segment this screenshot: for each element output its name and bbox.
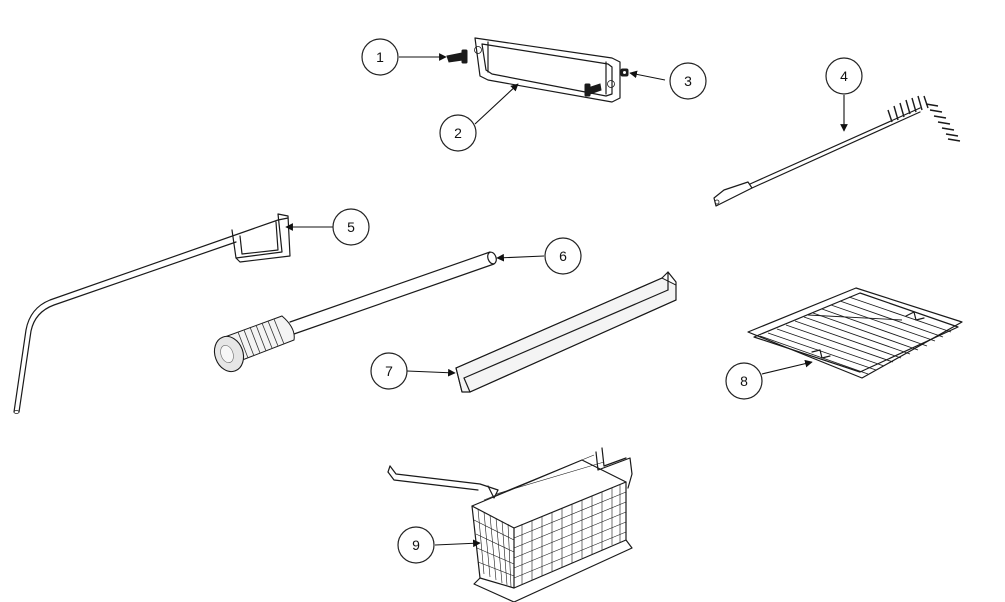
callout-label: 8 — [740, 373, 748, 389]
screw-part — [446, 49, 468, 64]
callout-6: 6 — [544, 237, 582, 275]
nut-part — [620, 68, 629, 77]
callout-label: 5 — [347, 219, 355, 235]
callout-label: 7 — [385, 363, 393, 379]
channel-part — [455, 271, 677, 393]
fry-basket-part — [387, 447, 633, 602]
callout-1: 1 — [361, 38, 399, 76]
callout-label: 3 — [684, 73, 692, 89]
bracket-part — [474, 37, 621, 103]
long-brush-part — [213, 251, 497, 373]
callout-label: 6 — [559, 248, 567, 264]
bracket-screw — [584, 83, 602, 97]
callout-7: 7 — [370, 352, 408, 390]
callout-label: 2 — [454, 125, 462, 141]
wire-rack-part — [747, 287, 963, 379]
callout-label: 4 — [840, 68, 848, 84]
callout-5: 5 — [332, 208, 370, 246]
callout-label: 9 — [412, 537, 420, 553]
callout-9: 9 — [397, 526, 435, 564]
bent-rod-part — [13, 213, 291, 414]
callout-3: 3 — [669, 62, 707, 100]
leader-lines — [285, 53, 848, 548]
callout-2: 2 — [439, 114, 477, 152]
cleaning-brush-part — [713, 95, 961, 207]
callout-4: 4 — [825, 57, 863, 95]
callout-label: 1 — [376, 49, 384, 65]
callout-8: 8 — [725, 362, 763, 400]
